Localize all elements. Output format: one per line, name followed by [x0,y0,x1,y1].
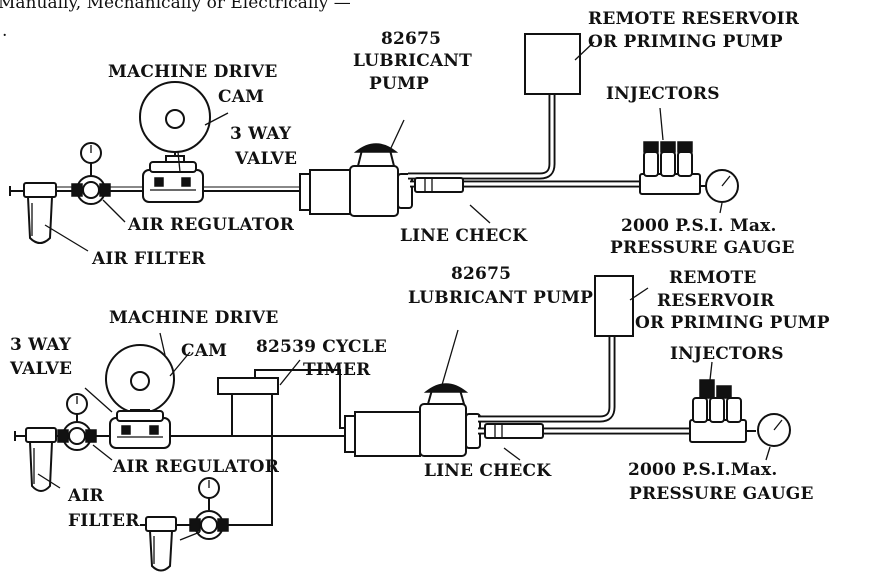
label-cycle-timer: 82539 CYCLE [256,337,387,357]
label-lubricant: LUBRICANT [353,51,472,71]
label-lubricant-pump-bottom: LUBRICANT PUMP [408,288,593,308]
label-remote-bottom: REMOTE [669,268,757,288]
air-filter-bottom [26,428,56,491]
injectors-bottom [690,380,746,442]
line-check [415,178,463,192]
header-dot: . [2,21,7,41]
label-air-filter: AIR FILTER [91,249,206,269]
label-air-regulator: AIR REGULATOR [127,215,295,235]
label-reservoir-bottom: RESERVOIR [657,291,775,311]
label-or-priming-pump: OR PRIMING PUMP [588,32,783,52]
pressure-gauge [700,170,738,202]
label-cam-bottom: CAM [181,341,227,361]
injectors [640,142,700,194]
label-three-way-bottom: 3 WAY [10,335,72,355]
timer-air-regulator [190,478,228,539]
remote-reservoir [525,34,580,94]
label-machine-drive: MACHINE DRIVE [108,62,278,82]
machine-drive-cam [140,82,210,168]
line-check-bottom [485,424,543,438]
label-timer: TIMER [303,360,371,380]
label-filter-bottom: FILTER [68,511,140,531]
three-way-valve-bottom [110,411,170,448]
label-injectors-bottom: INJECTORS [670,344,784,364]
remote-reservoir-bottom [595,276,633,336]
label-pump: PUMP [369,74,429,94]
lubricant-pump [300,144,412,216]
label-valve: VALVE [234,149,297,169]
label-pump-number: 82675 [381,29,441,49]
label-line-check: LINE CHECK [400,226,528,246]
label-pump-number-bottom: 82675 [451,264,511,284]
label-psi-max: 2000 P.S.I. Max. [621,216,777,236]
label-remote-reservoir: REMOTE RESERVOIR [588,9,800,29]
air-regulator [72,143,110,204]
machine-drive-cam-bottom [106,345,174,420]
lubricant-pump-bottom [345,384,480,456]
cycle-timer [218,378,278,394]
label-line-check-bottom: LINE CHECK [424,461,552,481]
reservoir-line [408,92,552,176]
header-text: Manually, Mechanically or Electrically — [0,0,351,13]
label-valve-bottom: VALVE [9,359,72,379]
air-filter [24,183,56,243]
timer-air-filter [146,517,176,571]
label-psi-max-bottom: 2000 P.S.I.Max. [628,460,777,480]
three-way-valve [143,162,203,202]
reservoir-line-bottom [478,336,612,419]
label-injectors: INJECTORS [606,84,720,104]
label-air-regulator-bottom: AIR REGULATOR [112,457,280,477]
label-machine-drive-bottom: MACHINE DRIVE [109,308,279,328]
label-three-way: 3 WAY [230,124,292,144]
label-cam: CAM [218,87,264,107]
label-or-priming-pump-bottom: OR PRIMING PUMP [635,313,830,333]
pressure-gauge-bottom [746,414,790,446]
top-diagram: REMOTE RESERVOIR OR PRIMING PUMP 82675 L… [10,9,800,269]
label-air-bottom: AIR [67,486,105,506]
bottom-diagram: 82675 LUBRICANT PUMP REMOTE RESERVOIR OR… [9,264,830,571]
label-pressure-gauge: PRESSURE GAUGE [610,238,795,258]
air-regulator-bottom [58,394,96,450]
label-pressure-gauge-bottom: PRESSURE GAUGE [629,484,814,504]
